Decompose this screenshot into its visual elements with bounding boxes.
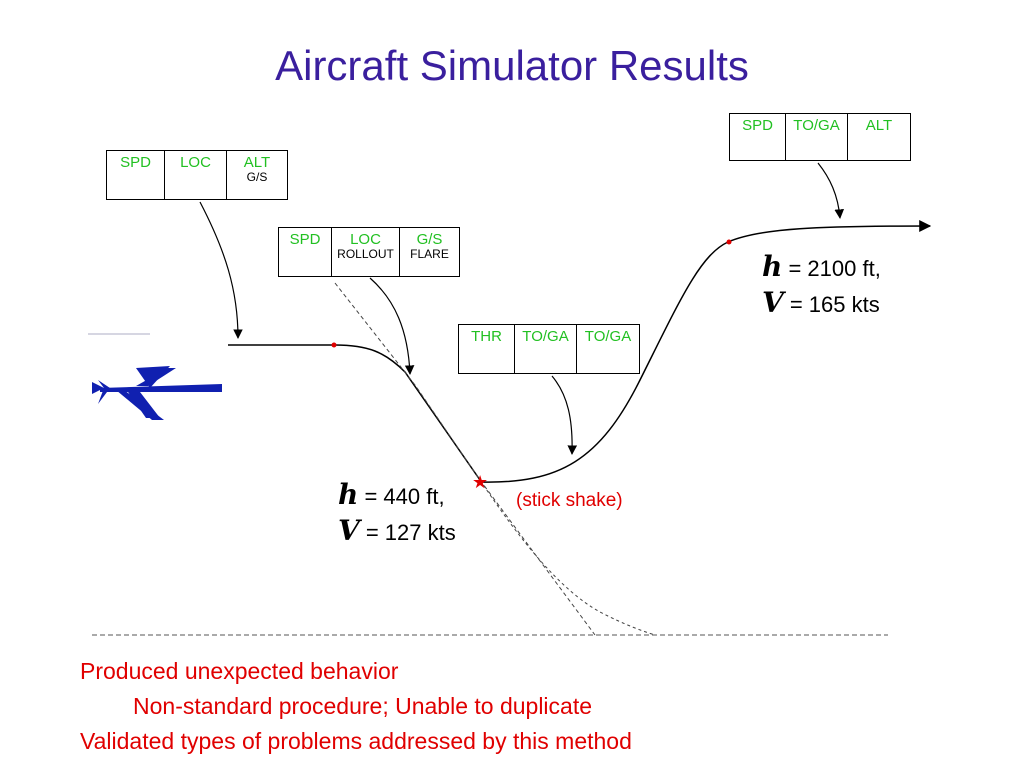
active-mode-label: TO/GA [793,117,840,134]
mode-box-initial: SPD LOC ALT G/S [106,150,288,200]
speed-readout: V = 165 kts [762,286,881,322]
mode-box-approach: SPD LOC ROLLOUT G/S FLARE [278,227,460,277]
mode-cell: SPD [107,151,165,199]
mode-cell: SPD [279,228,332,276]
speed-symbol: V [338,514,360,547]
stick-shake-marker-icon: ★ [472,472,488,493]
finding-item: Produced unexpected behavior [80,658,399,684]
active-mode-label: G/S [416,231,443,248]
mode-box-go-around: THR TO/GA TO/GA [458,324,640,374]
mode-box-climb: SPD TO/GA ALT [729,113,911,161]
slide-title: Aircraft Simulator Results [275,42,749,89]
callout-arrow [369,277,415,375]
mode-cell: THR [459,325,515,373]
active-mode-label: THR [471,328,502,345]
nominal-glideslope [334,282,596,636]
mode-cell: TO/GA [786,114,848,160]
finding-item: Validated types of problems addressed by… [80,728,632,754]
active-mode-label: ALT [243,154,271,171]
readout-low: h = 440 ft, V = 127 kts [338,478,456,550]
speed-value: = 127 kts [359,520,456,545]
mode-cell: ALT [848,114,910,160]
active-mode-label: TO/GA [584,328,632,345]
readout-high: h = 2100 ft, V = 165 kts [762,250,881,322]
findings-list: Produced unexpected behavior Non-standar… [80,654,632,759]
altitude-symbol: h [338,478,359,511]
altitude-value: = 2100 ft, [782,256,881,281]
active-mode-label: LOC [350,231,381,248]
airplane-icon [92,366,222,420]
stick-shake-label: (stick shake) [516,490,623,511]
mode-cell: TO/GA [577,325,639,373]
altitude-readout: h = 2100 ft, [762,250,881,286]
armed-mode-label: G/S [246,170,268,184]
active-mode-label: ALT [865,117,893,134]
speed-readout: V = 127 kts [338,514,456,550]
altitude-readout: h = 440 ft, [338,478,456,514]
nominal-flare [479,479,656,636]
active-mode-label: SPD [742,117,773,134]
callout-arrow [551,375,578,455]
mode-cell: ALT G/S [227,151,287,199]
go-around-path [479,220,932,483]
mode-cell: G/S FLARE [400,228,459,276]
altitude-value: = 440 ft, [358,484,445,509]
callout-arrow [817,162,845,219]
armed-mode-label: FLARE [410,247,449,261]
event-dot [726,239,732,245]
active-mode-label: SPD [120,154,151,171]
speed-value: = 165 kts [783,292,880,317]
active-mode-label: LOC [180,154,211,171]
event-dot [331,342,337,348]
mode-cell: LOC [165,151,227,199]
speed-symbol: V [762,286,784,319]
finding-subitem: Non-standard procedure; Unable to duplic… [133,693,593,719]
armed-mode-label: ROLLOUT [337,247,394,261]
mode-cell: SPD [730,114,786,160]
active-mode-label: TO/GA [522,328,569,345]
mode-cell: TO/GA [515,325,577,373]
mode-cell: LOC ROLLOUT [332,228,400,276]
flight-path [228,344,481,481]
altitude-symbol: h [762,250,783,283]
active-mode-label: SPD [289,231,321,248]
callout-arrow [199,201,243,339]
